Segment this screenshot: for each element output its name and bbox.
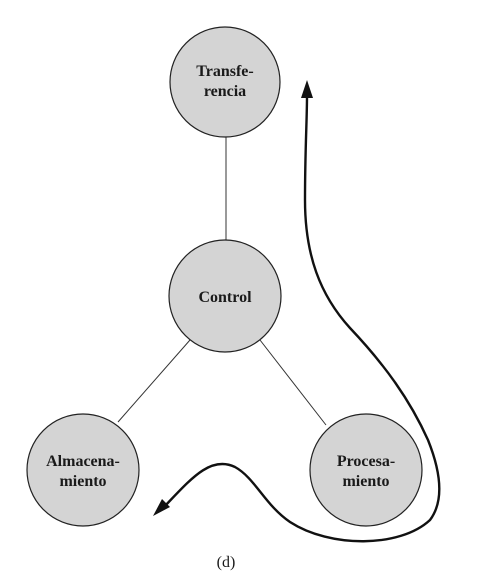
edge-control-procesamiento bbox=[259, 339, 327, 426]
node-control-label: Control bbox=[198, 289, 252, 306]
flow-arrowhead-down-left bbox=[153, 499, 170, 516]
node-transferencia: Transfe- rencia bbox=[169, 26, 281, 138]
node-transferencia-circle bbox=[169, 26, 281, 138]
node-procesamiento: Procesa- miento bbox=[309, 413, 423, 527]
diagram-caption: (d) bbox=[217, 554, 236, 571]
node-almacenamiento: Almacena- miento bbox=[26, 413, 140, 527]
node-almacenamiento-circle bbox=[26, 413, 140, 527]
flow-path bbox=[161, 94, 441, 543]
node-procesamiento-label-line1: Procesa- bbox=[337, 453, 395, 470]
node-control-circle bbox=[168, 239, 282, 353]
node-almacenamiento-label-line1: Almacena- bbox=[46, 453, 120, 470]
flow-arrowhead-up bbox=[301, 80, 313, 98]
node-procesamiento-label-line2: miento bbox=[342, 473, 389, 490]
node-control: Control bbox=[168, 239, 282, 353]
node-procesamiento-circle bbox=[309, 413, 423, 527]
edge-control-almacenamiento bbox=[117, 339, 191, 423]
node-transferencia-label-line2: rencia bbox=[204, 83, 246, 100]
node-transferencia-label-line1: Transfe- bbox=[196, 63, 253, 80]
node-almacenamiento-label-line2: miento bbox=[59, 473, 106, 490]
